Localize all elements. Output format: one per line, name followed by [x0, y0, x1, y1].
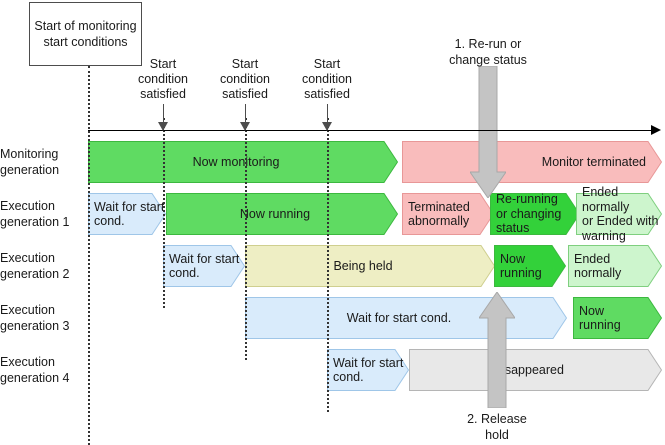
condition-tick-arrow-1	[158, 104, 169, 131]
condition-label-3: Start condition satisfied	[301, 57, 353, 101]
bar-label: Now running	[239, 206, 311, 221]
bar-label: Wait for start cond.	[169, 251, 240, 281]
row-label-execution-generation-1: Execution generation 1	[0, 199, 70, 229]
bar-shape	[402, 141, 662, 183]
condition-tick-arrow-3	[322, 104, 333, 131]
bar-execution-generation-2-1: Wait for start cond.	[163, 245, 245, 287]
bar-execution-generation-1-1: Wait for start cond.	[88, 193, 166, 235]
bar-label: Now monitoring	[192, 154, 280, 169]
bar-execution-generation-2-4: Ended normally	[568, 245, 662, 287]
guide-line-1	[163, 118, 165, 308]
bar-execution-generation-1-2: Now running	[166, 193, 398, 235]
release-hold-arrow-shape	[479, 292, 515, 408]
row-label-execution-generation-2: Execution generation 2	[0, 251, 70, 281]
bar-label: Being held	[333, 258, 393, 273]
condition-label-1: Start condition satisfied	[137, 57, 189, 101]
guide-line-2	[245, 118, 247, 360]
bar-label: Terminated abnormally	[408, 199, 470, 229]
bar-shape	[166, 193, 398, 235]
bar-execution-generation-2-3: Now running	[494, 245, 566, 287]
bar-execution-generation-1-3: Terminated abnormally	[402, 193, 494, 235]
bar-label: Now running	[500, 251, 542, 281]
bar-monitoring-generation-2: Monitor terminated	[402, 141, 662, 183]
bar-execution-generation-2-2: Being held	[245, 245, 495, 287]
bar-execution-generation-4-2: Disappeared	[409, 349, 662, 391]
release-hold-arrow	[479, 292, 515, 408]
bar-shape	[576, 193, 662, 235]
bar-label: Disappeared	[493, 362, 564, 377]
bar-execution-generation-3-1: Wait for start cond.	[245, 297, 567, 339]
re-run-arrow	[470, 66, 506, 198]
guide-line-3	[327, 118, 329, 412]
bar-execution-generation-4-1: Wait for start cond.	[327, 349, 409, 391]
condition-label-2: Start condition satisfied	[219, 57, 271, 101]
re-run-arrow-shape	[470, 66, 506, 198]
guide-line-0	[88, 66, 90, 445]
start-conditions-callout-label: Start of monitoring start conditions	[34, 19, 137, 49]
bar-shape	[494, 245, 566, 287]
bar-label: Monitor terminated	[541, 154, 646, 169]
rerun-change-status-label: 1. Re-run or change status	[449, 37, 527, 67]
bar-shape	[409, 349, 662, 391]
bar-shape	[568, 245, 662, 287]
condition-tick-arrow-2	[240, 104, 251, 131]
timeline-axis-arrowhead	[651, 125, 661, 135]
release-hold-label: 2. Release hold	[467, 412, 527, 442]
timeline-axis	[88, 130, 653, 131]
bar-execution-generation-3-2: Now running	[573, 297, 662, 339]
bar-label: Wait for start cond.	[333, 355, 404, 385]
bar-execution-generation-1-4: Re-running or changing status	[490, 192, 580, 236]
row-label-monitoring-generation: Monitoring generation	[0, 147, 60, 177]
bar-label: Wait for start cond.	[94, 199, 165, 229]
bar-execution-generation-1-5: Ended normally or Ended with warning	[576, 185, 662, 243]
bar-shape	[573, 297, 662, 339]
bar-shape	[402, 193, 494, 235]
bar-shape	[490, 193, 580, 235]
bar-label: Ended normally	[574, 251, 622, 281]
row-label-execution-generation-4: Execution generation 4	[0, 355, 70, 385]
bar-monitoring-generation-1: Now monitoring	[88, 141, 398, 183]
row-label-execution-generation-3: Execution generation 3	[0, 303, 70, 333]
bar-label: Ended normally or Ended with warning	[582, 185, 659, 243]
bar-label: Re-running or changing status	[496, 192, 562, 236]
bar-label: Wait for start cond.	[346, 310, 452, 325]
start-conditions-callout: Start of monitoring start conditions	[29, 2, 142, 66]
bar-label: Now running	[579, 303, 621, 333]
